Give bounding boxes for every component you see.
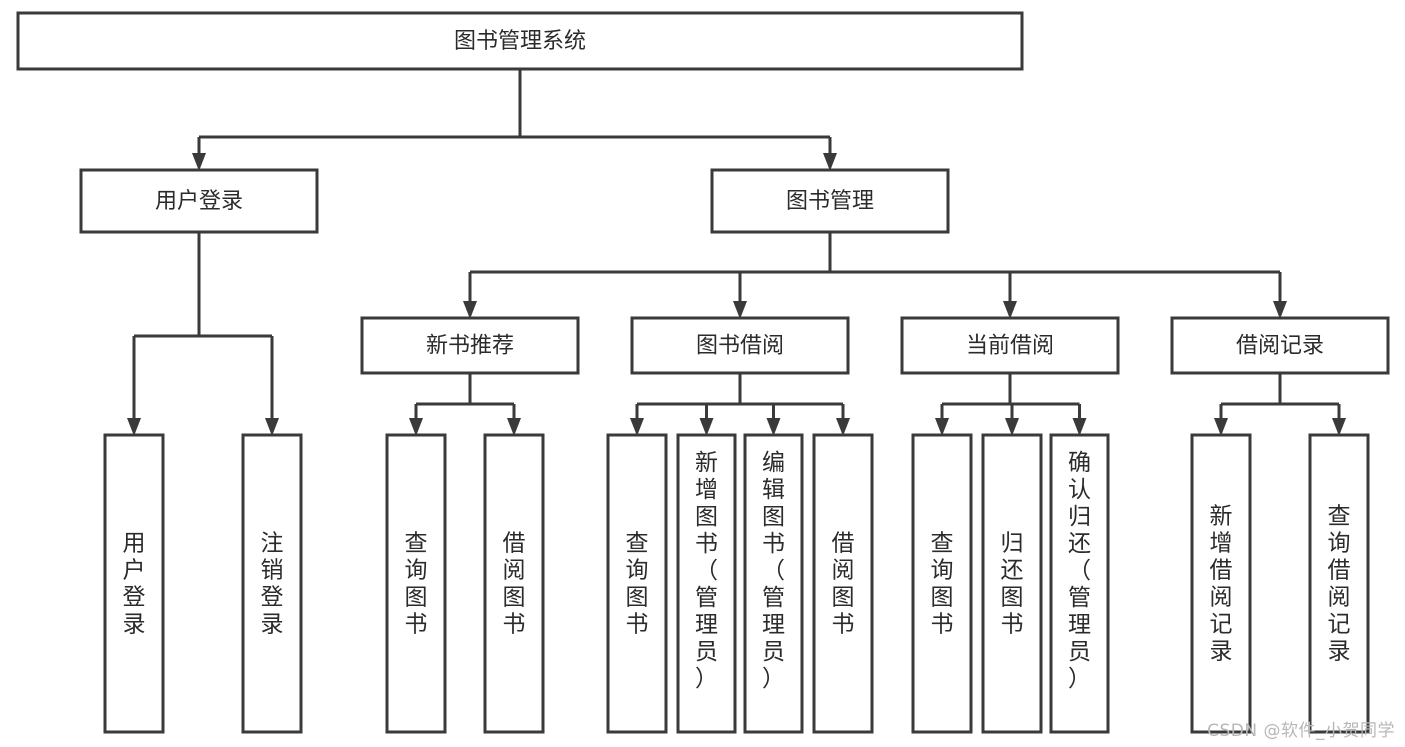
node-label-current-borrow: 当前借阅 bbox=[966, 334, 1054, 359]
node-box-leaf-query-book-brw bbox=[606, 433, 668, 734]
connector-group-current-borrow bbox=[935, 373, 1087, 436]
arrow-head-leaf-edit-book bbox=[766, 418, 781, 436]
node-label-borrow-record: 借阅记录 bbox=[1236, 334, 1324, 359]
node-label-leaf-edit-book: 编辑图书（管理员） bbox=[762, 450, 785, 692]
node-box-user-login bbox=[79, 168, 319, 234]
node-current-borrow[interactable]: 当前借阅 bbox=[900, 316, 1120, 375]
node-label-book-borrow: 图书借阅 bbox=[696, 334, 784, 359]
node-leaf-query-record[interactable]: 查询借阅记录 bbox=[1308, 433, 1370, 734]
node-label-leaf-query-book-brw: 查询图书 bbox=[626, 531, 649, 638]
connectors-layer bbox=[127, 69, 1346, 436]
node-book-borrow[interactable]: 图书借阅 bbox=[630, 316, 850, 375]
node-label-leaf-borrow-book-rec: 借阅图书 bbox=[503, 531, 526, 638]
node-leaf-edit-book[interactable]: 编辑图书（管理员） bbox=[743, 433, 804, 734]
node-leaf-query-book-cur[interactable]: 查询图书 bbox=[911, 433, 973, 734]
node-label-new-book-recommend: 新书推荐 bbox=[426, 334, 514, 359]
node-book-manage[interactable]: 图书管理 bbox=[710, 168, 950, 234]
node-leaf-query-book-rec[interactable]: 查询图书 bbox=[385, 433, 447, 734]
node-box-leaf-query-record bbox=[1308, 433, 1370, 734]
connector-group-book-manage bbox=[463, 232, 1287, 319]
node-label-leaf-add-record: 新增借阅记录 bbox=[1210, 504, 1233, 665]
node-leaf-borrow-book-brw[interactable]: 借阅图书 bbox=[812, 433, 874, 734]
node-box-leaf-query-book-cur bbox=[911, 433, 973, 734]
node-user-login[interactable]: 用户登录 bbox=[79, 168, 319, 234]
arrow-head-leaf-add-book bbox=[699, 418, 714, 436]
node-box-leaf-user-logout bbox=[241, 433, 303, 734]
arrow-head-leaf-borrow-book-brw bbox=[836, 418, 850, 436]
node-leaf-user-logout[interactable]: 注销登录 bbox=[241, 433, 303, 734]
node-box-leaf-borrow-book-rec bbox=[483, 433, 545, 734]
node-leaf-add-record[interactable]: 新增借阅记录 bbox=[1190, 433, 1252, 734]
node-box-new-book-recommend bbox=[360, 316, 580, 375]
node-box-leaf-borrow-book-brw bbox=[812, 433, 874, 734]
node-leaf-confirm-return[interactable]: 确认归还（管理员） bbox=[1049, 433, 1110, 734]
arrow-head-user-login bbox=[192, 153, 206, 171]
arrow-head-book-borrow bbox=[733, 301, 747, 319]
arrow-head-leaf-query-record bbox=[1332, 418, 1346, 436]
node-box-leaf-query-book-rec bbox=[385, 433, 447, 734]
node-label-root: 图书管理系统 bbox=[454, 29, 586, 54]
node-label-leaf-user-logout: 注销登录 bbox=[261, 531, 284, 638]
connector-group-user-login bbox=[127, 232, 279, 436]
node-box-leaf-user-login bbox=[103, 433, 165, 734]
node-box-borrow-record bbox=[1170, 316, 1390, 375]
node-leaf-query-book-brw[interactable]: 查询图书 bbox=[606, 433, 668, 734]
arrow-head-leaf-confirm-return bbox=[1072, 418, 1087, 436]
connector-group-root bbox=[192, 69, 837, 171]
node-leaf-return-book[interactable]: 归还图书 bbox=[981, 433, 1043, 734]
arrow-head-leaf-user-login bbox=[127, 418, 141, 436]
node-borrow-record[interactable]: 借阅记录 bbox=[1170, 316, 1390, 375]
node-box-book-manage bbox=[710, 168, 950, 234]
node-label-leaf-query-record: 查询借阅记录 bbox=[1328, 504, 1351, 665]
arrow-head-leaf-query-book-cur bbox=[935, 418, 949, 436]
node-label-leaf-user-login: 用户登录 bbox=[123, 531, 146, 638]
arrow-head-current-borrow bbox=[1003, 301, 1017, 319]
arrow-head-leaf-user-logout bbox=[265, 418, 279, 436]
node-label-leaf-confirm-return: 确认归还（管理员） bbox=[1068, 450, 1091, 692]
arrow-head-book-manage bbox=[823, 153, 837, 171]
node-leaf-borrow-book-rec[interactable]: 借阅图书 bbox=[483, 433, 545, 734]
arrow-head-leaf-add-record bbox=[1214, 418, 1228, 436]
node-label-leaf-query-book-rec: 查询图书 bbox=[405, 531, 428, 638]
node-box-leaf-confirm-return bbox=[1049, 433, 1110, 734]
arrow-head-leaf-query-book-rec bbox=[409, 418, 423, 436]
node-label-user-login: 用户登录 bbox=[155, 189, 243, 214]
node-label-leaf-query-book-cur: 查询图书 bbox=[931, 531, 954, 638]
node-box-leaf-add-record bbox=[1190, 433, 1252, 734]
arrow-head-leaf-borrow-book-rec bbox=[507, 418, 521, 436]
node-box-current-borrow bbox=[900, 316, 1120, 375]
nodes-layer: 图书管理系统用户登录图书管理新书推荐图书借阅当前借阅借阅记录用户登录注销登录查询… bbox=[16, 11, 1390, 734]
node-box-leaf-return-book bbox=[981, 433, 1043, 734]
node-box-leaf-add-book bbox=[676, 433, 737, 734]
node-label-leaf-return-book: 归还图书 bbox=[1001, 531, 1024, 638]
node-new-book-recommend[interactable]: 新书推荐 bbox=[360, 316, 580, 375]
arrow-head-borrow-record bbox=[1273, 301, 1287, 319]
node-label-leaf-add-book: 新增图书（管理员） bbox=[695, 450, 718, 692]
connector-group-borrow-record bbox=[1214, 373, 1346, 436]
node-box-leaf-edit-book bbox=[743, 433, 804, 734]
node-leaf-add-book[interactable]: 新增图书（管理员） bbox=[676, 433, 737, 734]
node-label-book-manage: 图书管理 bbox=[786, 189, 874, 214]
node-label-leaf-borrow-book-brw: 借阅图书 bbox=[832, 531, 855, 638]
arrow-head-new-book-recommend bbox=[463, 301, 477, 319]
node-box-root bbox=[16, 11, 1024, 71]
node-box-book-borrow bbox=[630, 316, 850, 375]
connector-group-book-borrow bbox=[630, 373, 850, 436]
node-root[interactable]: 图书管理系统 bbox=[16, 11, 1024, 71]
arrow-head-leaf-query-book-brw bbox=[630, 418, 644, 436]
node-leaf-user-login[interactable]: 用户登录 bbox=[103, 433, 165, 734]
arrow-head-leaf-return-book bbox=[1005, 418, 1019, 436]
connector-group-new-book-recommend bbox=[409, 373, 521, 436]
